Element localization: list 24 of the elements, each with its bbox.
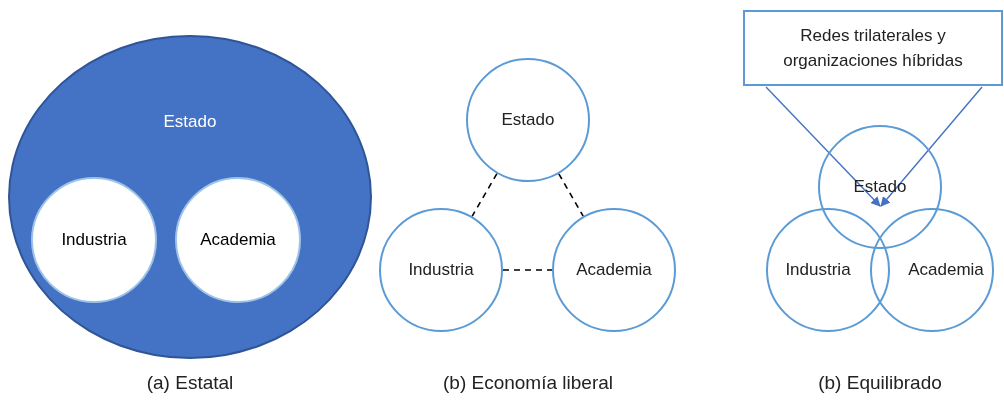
panel-caption: (a) Estatal	[146, 372, 234, 394]
node-label: Academia	[576, 259, 652, 282]
node-label: Estado	[163, 111, 217, 133]
node-label: Industria	[408, 259, 474, 282]
circle	[466, 58, 590, 182]
arrow	[880, 86, 983, 207]
callout-box	[743, 10, 1003, 86]
circle	[379, 208, 503, 332]
node-label: Redes trilaterales y organizaciones híbridas	[782, 24, 964, 72]
arrow	[765, 86, 881, 207]
node-label: Industria	[61, 229, 127, 252]
circle	[818, 125, 942, 249]
circle	[552, 208, 676, 332]
connector-line	[558, 173, 584, 217]
node-label: Estado	[501, 109, 555, 132]
connector-line	[502, 269, 553, 271]
panel-caption: (b) Equilibrado	[818, 372, 942, 394]
node-label: Industria	[785, 259, 851, 282]
circle	[766, 208, 890, 332]
connector-line	[471, 172, 498, 218]
node-label: Academia	[908, 259, 984, 282]
panel-caption: (b) Economía liberal	[443, 372, 613, 394]
circle	[870, 208, 994, 332]
node-label: Academia	[200, 229, 276, 252]
